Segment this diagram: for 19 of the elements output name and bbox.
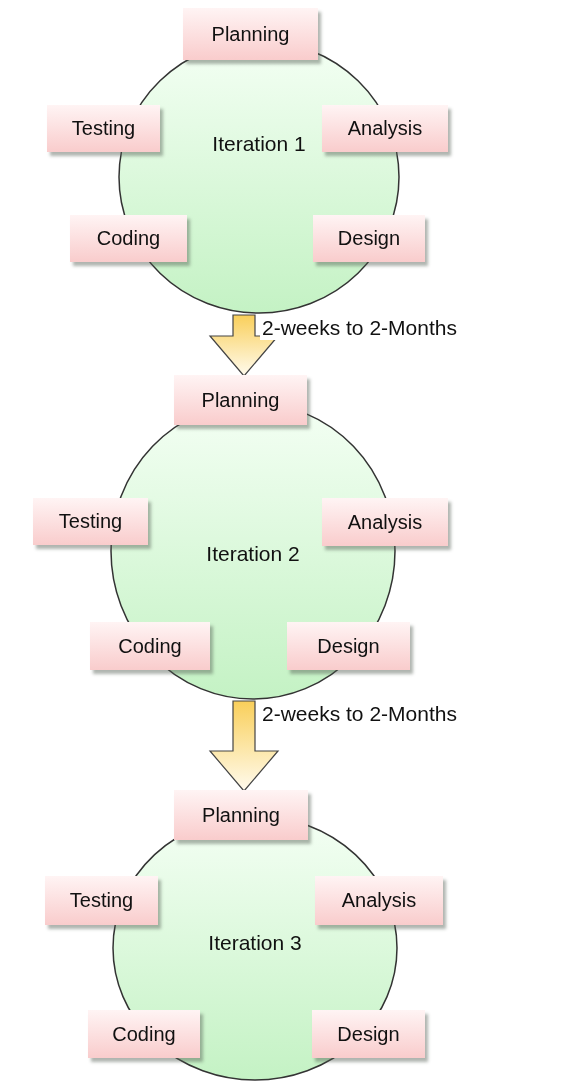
phase-box: Testing <box>45 876 158 925</box>
phase-box: Design <box>287 622 410 670</box>
phase-box: Coding <box>88 1010 200 1058</box>
iteration-label: Iteration 1 <box>212 132 306 156</box>
phase-box: Analysis <box>315 876 443 925</box>
phase-box: Analysis <box>322 498 448 546</box>
phase-box: Planning <box>183 8 318 60</box>
iteration-label: Iteration 2 <box>206 542 300 566</box>
phase-box: Design <box>312 1010 425 1058</box>
phase-box: Design <box>313 215 425 262</box>
block-arrow <box>208 700 280 792</box>
phase-box: Planning <box>174 790 308 840</box>
phase-box: Testing <box>33 498 148 545</box>
iteration-label: Iteration 3 <box>208 931 302 955</box>
phase-box: Testing <box>47 105 160 152</box>
phase-box: Coding <box>90 622 210 670</box>
phase-box: Planning <box>174 375 307 425</box>
phase-box: Analysis <box>322 105 448 152</box>
phase-box: Coding <box>70 215 187 262</box>
